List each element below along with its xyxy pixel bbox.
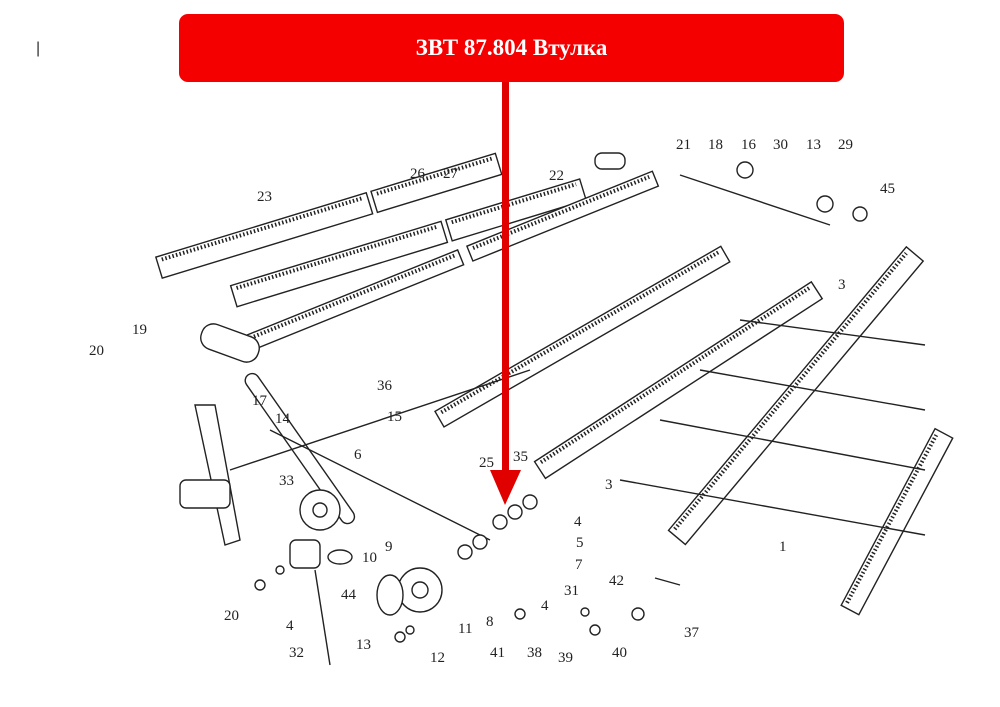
part-label: 32 [289, 645, 304, 661]
part-label: 38 [527, 645, 542, 661]
part-label: 10 [362, 550, 377, 566]
part-label: 16 [741, 137, 757, 153]
part-label: 23 [257, 189, 272, 205]
part-label: 6 [354, 447, 362, 463]
part-title: ЗВТ 87.804 Втулка [415, 35, 608, 60]
part-label: 3 [605, 477, 613, 493]
part-label: 41 [490, 645, 505, 661]
part-label: 19 [132, 322, 147, 338]
part-label: 13 [356, 637, 371, 653]
part-label: 7 [575, 557, 583, 573]
part-label: 22 [549, 168, 564, 184]
part-label: 15 [387, 409, 402, 425]
part-label: 18 [708, 137, 723, 153]
part-label: 3 [838, 277, 846, 293]
part-label: 1 [779, 539, 787, 555]
part-label: 42 [609, 573, 624, 589]
part-label: 11 [458, 621, 472, 637]
part-label: 4 [541, 598, 549, 614]
part-label: 17 [252, 393, 268, 409]
part-label: 8 [486, 614, 494, 630]
part-label: 21 [676, 137, 691, 153]
part-label: 45 [880, 181, 895, 197]
part-label: 39 [558, 650, 573, 666]
small-parts [179, 152, 868, 666]
part-title-banner: ЗВТ 87.804 Втулка [179, 14, 844, 82]
part-label: 25 [479, 455, 494, 471]
part-number-labels: 23 26 27 22 21 18 16 30 13 29 45 3 19 20… [89, 137, 895, 666]
part-label: 13 [806, 137, 821, 153]
conveyor-racks [154, 152, 954, 616]
part-label: 36 [377, 378, 393, 394]
part-label: 9 [385, 539, 393, 555]
part-label: 30 [773, 137, 788, 153]
part-label: 27 [443, 166, 459, 182]
part-label: 14 [275, 411, 291, 427]
part-label: 4 [574, 514, 582, 530]
part-label: 5 [576, 535, 584, 551]
part-label: 33 [279, 473, 294, 489]
part-label: 29 [838, 137, 853, 153]
text-cursor: | [36, 40, 41, 57]
part-label: 44 [341, 587, 357, 603]
part-label: 35 [513, 449, 528, 465]
part-label: 31 [564, 583, 579, 599]
part-label: 26 [410, 166, 426, 182]
part-label: 12 [430, 650, 445, 666]
part-label: 37 [684, 625, 700, 641]
part-label: 40 [612, 645, 627, 661]
part-label: 20 [224, 608, 239, 624]
part-label: 20 [89, 343, 104, 359]
part-label: 4 [286, 618, 294, 634]
pointer-arrow [490, 82, 521, 505]
